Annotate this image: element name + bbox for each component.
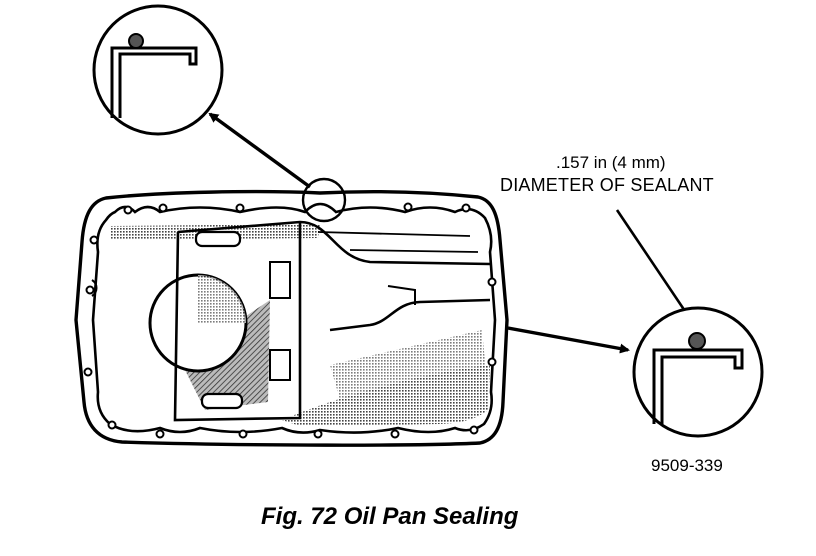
sealant-diameter-label: DIAMETER OF SEALANT [500,175,714,195]
sealant-bead [91,202,497,434]
bolt-hole [487,357,497,367]
bolt-hole [313,429,323,439]
bolt-hole [123,205,133,215]
bolt-hole [390,429,400,439]
baffle-slot-bottom [200,392,244,410]
figure-caption: Fig. 72 Oil Pan Sealing [261,503,519,530]
sealant-bead-section-top [128,33,144,49]
arrow-to-right-detail [507,326,630,354]
pan-flange-outer [74,189,509,447]
arrow-to-top-detail [208,112,312,189]
bolt-hole [89,235,99,245]
baffle-plate [173,220,491,422]
drain-opening-shade [198,275,246,323]
baffle-rib-upper [317,231,479,253]
bolt-hole [83,367,93,377]
detail-circle-right [632,306,764,438]
oil-pan [74,177,509,447]
pan-flange-profile-top [110,46,198,118]
bolt-hole [469,425,479,435]
leader-line-sealant [615,209,693,322]
sealant-diameter-value: .157 in (4 mm) [556,153,666,172]
flange-notch [91,279,98,297]
bolt-hole [107,420,117,430]
detail-circle-top [92,4,224,136]
pan-flange-profile-right [652,348,744,424]
bolt-hole [85,285,95,295]
bolt-hole [155,429,165,439]
baffle-tab-lower [269,349,291,381]
bolt-hole [235,203,245,213]
bolt-hole [487,277,497,287]
baffle-rib-mid [387,285,416,305]
bolt-hole [238,429,248,439]
baffle-slot-top [194,230,242,248]
bolt-hole [403,202,413,212]
pan-shade-right [330,330,486,400]
detail-view-right [632,306,764,438]
baffle-tab-upper [269,261,291,299]
bolt-hole [461,203,471,213]
figure-code: 9509-339 [651,456,723,475]
detail-view-top [92,4,224,136]
bolt-holes [83,202,497,439]
sealant-bead-section-right [688,332,706,350]
detail-highlight-ring [301,177,347,223]
bolt-hole [158,203,168,213]
